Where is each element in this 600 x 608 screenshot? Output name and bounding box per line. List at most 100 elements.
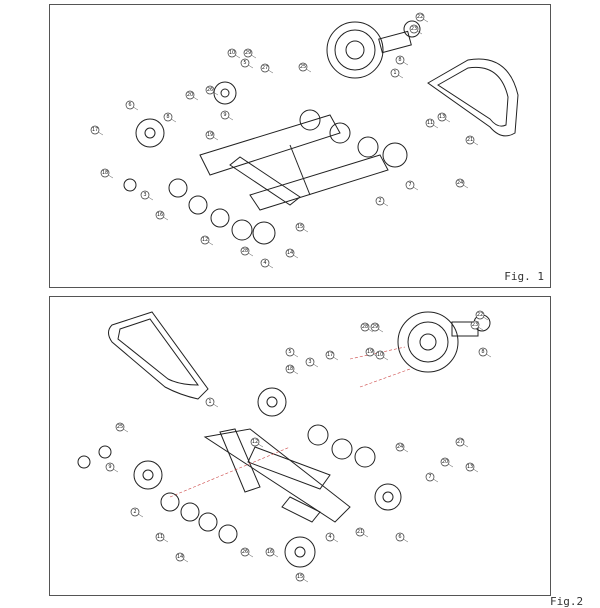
part-callout: 22	[415, 12, 429, 23]
part-callout-number: 14	[287, 250, 293, 256]
part-callout-number: 15	[297, 224, 303, 230]
part-callout: 7	[425, 472, 439, 483]
part-callout-number: 27	[262, 65, 268, 71]
part-callout-number: 8	[481, 349, 484, 355]
part-callout-number: 5	[243, 60, 246, 66]
part-callout-number: 8	[398, 57, 401, 63]
part-callout: 3	[305, 357, 319, 368]
part-callout: 11	[155, 532, 169, 543]
part-callout-number: 1	[393, 70, 396, 76]
part-callout-number: 7	[408, 182, 411, 188]
part-callout: 8	[478, 347, 492, 358]
part-callout: 23	[470, 320, 484, 331]
part-callout: 22	[475, 310, 489, 321]
part-callout: 24	[395, 442, 409, 453]
part-callout: 27	[260, 63, 274, 74]
part-callout: 20	[440, 457, 454, 468]
figure-1-callouts: 2223812529271052620919861718316122841415…	[90, 12, 479, 269]
part-callout: 21	[355, 527, 369, 538]
part-callout-number: 25	[300, 64, 306, 70]
part-callout-number: 24	[397, 444, 403, 450]
part-callout-number: 28	[242, 248, 248, 254]
part-callout: 10	[227, 48, 241, 59]
part-callout-number: 21	[467, 137, 473, 143]
part-callout-number: 10	[377, 352, 383, 358]
part-callout: 9	[105, 462, 119, 473]
part-callout: 1	[205, 397, 219, 408]
part-callout: 25	[298, 62, 312, 73]
part-callout: 7	[405, 180, 419, 191]
part-callout-number: 20	[442, 459, 448, 465]
drive-sprocket	[349, 311, 491, 388]
part-callout-number: 2	[378, 198, 381, 204]
part-callout-number: 25	[117, 424, 123, 430]
part-callout: 19	[205, 130, 219, 141]
part-callout-number: 13	[467, 464, 473, 470]
part-callout-number: 6	[128, 102, 131, 108]
track-belt	[427, 58, 519, 137]
part-callout-number: 27	[457, 439, 463, 445]
suspension-frame	[169, 428, 351, 523]
part-callout: 18	[100, 168, 114, 179]
part-callout: 17	[325, 350, 339, 361]
part-callout: 2	[130, 507, 144, 518]
part-callout: 18	[285, 364, 299, 375]
part-callout: 25	[115, 422, 129, 433]
part-callout: 21	[465, 135, 479, 146]
part-callout: 29	[370, 322, 384, 333]
bogie-wheels	[77, 387, 402, 568]
part-callout-number: 3	[308, 359, 311, 365]
part-callout: 24	[455, 178, 469, 189]
part-callout-number: 5	[288, 349, 291, 355]
drive-sprocket	[326, 20, 421, 79]
part-callout-number: 11	[427, 120, 433, 126]
part-callout-number: 28	[362, 324, 368, 330]
part-callout-number: 17	[92, 127, 98, 133]
part-callout: 29	[243, 48, 257, 59]
part-callout: 27	[455, 437, 469, 448]
part-callout-number: 22	[477, 312, 483, 318]
part-callout-number: 18	[287, 366, 293, 372]
part-callout-number: 26	[242, 549, 248, 555]
part-callout-number: 23	[472, 322, 478, 328]
part-callout: 13	[437, 112, 451, 123]
part-callout: 9	[220, 110, 234, 121]
track-belt	[108, 311, 209, 400]
part-callout-number: 12	[252, 439, 258, 445]
part-callout: 15	[295, 572, 309, 583]
part-callout-number: 12	[202, 237, 208, 243]
part-callout: 28	[360, 322, 374, 333]
part-callout: 14	[285, 248, 299, 259]
part-callout: 16	[155, 210, 169, 221]
part-callout: 4	[260, 258, 274, 269]
part-callout-number: 29	[245, 50, 251, 56]
part-callout-number: 24	[457, 180, 463, 186]
part-callout-number: 9	[108, 464, 111, 470]
part-callout-number: 21	[357, 529, 363, 535]
part-callout-number: 14	[177, 554, 183, 560]
part-callout: 5	[285, 347, 299, 358]
bogie-wheels	[123, 81, 408, 245]
part-callout: 17	[90, 125, 104, 136]
part-callout-number: 22	[417, 14, 423, 20]
part-callout-number: 4	[263, 260, 266, 266]
part-callout-number: 16	[157, 212, 163, 218]
part-callout-number: 26	[207, 87, 213, 93]
part-callout-number: 3	[143, 192, 146, 198]
part-callout: 13	[465, 462, 479, 473]
part-callout: 4	[325, 532, 339, 543]
part-callout: 26	[240, 547, 254, 558]
suspension-frame	[199, 114, 389, 211]
part-callout-number: 2	[133, 509, 136, 515]
part-callout-number: 1	[208, 399, 211, 405]
part-callout-number: 8	[166, 114, 169, 120]
part-callout: 23	[409, 24, 423, 35]
part-callout-number: 17	[327, 352, 333, 358]
part-callout: 20	[185, 90, 199, 101]
part-callout: 12	[200, 235, 214, 246]
part-callout-number: 16	[267, 549, 273, 555]
part-callout-number: 20	[187, 92, 193, 98]
part-callout-number: 15	[297, 574, 303, 580]
part-callout: 10	[375, 350, 389, 361]
